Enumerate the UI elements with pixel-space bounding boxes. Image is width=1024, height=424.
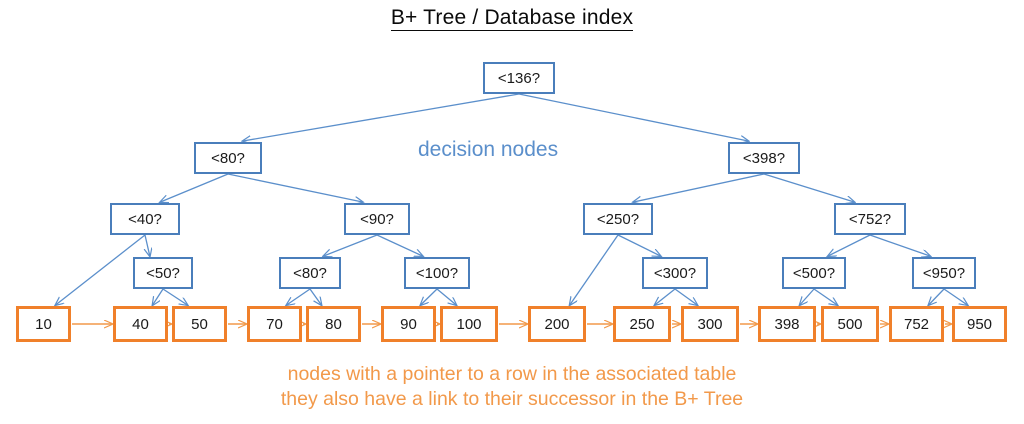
page-title-text: B+ Tree / Database index — [390, 6, 634, 31]
leaf-node-l250[interactable]: 250 — [613, 306, 671, 342]
tree-edge-n50-to-l50 — [162, 288, 187, 305]
node-label: 40 — [132, 315, 149, 333]
node-label: <80? — [211, 149, 245, 167]
page-title: B+ Tree / Database index — [0, 6, 1024, 31]
leaf-node-l398[interactable]: 398 — [758, 306, 816, 342]
decision-node-n40[interactable]: <40? — [110, 203, 180, 235]
tree-edge-n100-to-l100 — [436, 288, 456, 305]
node-label: 10 — [35, 315, 52, 333]
tree-edge-n300-to-l300 — [674, 288, 697, 305]
decision-node-n80b[interactable]: <80? — [279, 257, 341, 289]
leaf-node-l80[interactable]: 80 — [306, 306, 361, 342]
leaf-node-l500[interactable]: 500 — [821, 306, 879, 342]
leaf-node-l90[interactable]: 90 — [381, 306, 436, 342]
tree-edge-n90-to-n100 — [376, 234, 422, 256]
decision-node-n250[interactable]: <250? — [583, 203, 653, 235]
node-label: 752 — [903, 315, 930, 333]
tree-edge-n250-to-n300 — [617, 234, 660, 256]
tree-edge-n80a-to-n40 — [160, 173, 229, 202]
tree-edge-n950-to-l950 — [943, 288, 967, 305]
tree-edge-n90-to-n80b — [324, 234, 378, 256]
node-label: <250? — [596, 210, 640, 228]
node-label: 500 — [837, 315, 863, 333]
leaf-caption: nodes with a pointer to a row in the ass… — [0, 362, 1024, 412]
decision-node-n50[interactable]: <50? — [133, 257, 193, 289]
decision-node-n80a[interactable]: <80? — [194, 142, 262, 174]
leaf-node-l950[interactable]: 950 — [952, 306, 1007, 342]
node-label: 100 — [456, 315, 482, 333]
tree-edge-n136-to-n80a — [243, 93, 520, 141]
leaf-node-l752[interactable]: 752 — [889, 306, 944, 342]
decision-node-n500[interactable]: <500? — [782, 257, 846, 289]
node-label: <80? — [293, 264, 327, 282]
node-label: 200 — [544, 315, 570, 333]
tree-edge-n40-to-l10 — [56, 234, 146, 305]
node-label: <500? — [792, 264, 836, 282]
tree-edge-n100-to-l90 — [421, 288, 438, 305]
decision-node-n300[interactable]: <300? — [642, 257, 708, 289]
tree-edge-n300-to-l250 — [655, 288, 676, 305]
decision-nodes-label: decision nodes — [418, 138, 559, 161]
tree-edge-n50-to-l40 — [153, 288, 164, 305]
tree-edge-n752-to-n500 — [828, 234, 871, 256]
node-label: <100? — [415, 264, 459, 282]
node-label: 950 — [966, 315, 993, 333]
tree-edge-n752-to-n950 — [869, 234, 930, 256]
node-label: <398? — [742, 149, 786, 167]
node-label: <90? — [360, 210, 394, 228]
node-label: 70 — [266, 315, 283, 333]
leaf-node-l10[interactable]: 10 — [16, 306, 71, 342]
leaf-node-l70[interactable]: 70 — [247, 306, 302, 342]
decision-node-n136[interactable]: <136? — [483, 62, 555, 94]
tree-edge-n250-to-l200 — [570, 234, 619, 305]
leaf-caption-line-1: nodes with a pointer to a row in the ass… — [287, 363, 737, 385]
node-label: <40? — [128, 210, 162, 228]
node-label: <136? — [497, 69, 541, 87]
node-label: 90 — [400, 315, 417, 333]
node-label: 300 — [697, 315, 723, 333]
node-label: 398 — [774, 315, 800, 333]
tree-edge-n80a-to-n90 — [227, 173, 362, 202]
node-label: 80 — [325, 315, 342, 333]
tree-edge-n500-to-l500 — [813, 288, 837, 305]
leaf-node-l200[interactable]: 200 — [528, 306, 586, 342]
decision-node-n90[interactable]: <90? — [344, 203, 410, 235]
decision-node-n752[interactable]: <752? — [834, 203, 906, 235]
leaf-node-l40[interactable]: 40 — [113, 306, 168, 342]
tree-edge-n950-to-l752 — [929, 288, 945, 305]
leaf-caption-line-2: they also have a link to their successor… — [280, 388, 744, 410]
tree-edge-n398-to-n752 — [763, 173, 854, 202]
node-label: 250 — [629, 315, 655, 333]
node-label: <752? — [848, 210, 892, 228]
tree-edge-n80b-to-l70 — [287, 288, 311, 305]
node-label: <50? — [146, 264, 180, 282]
decision-node-n398[interactable]: <398? — [728, 142, 800, 174]
tree-edge-n500-to-l398 — [800, 288, 815, 305]
tree-edge-n136-to-n398 — [518, 93, 748, 141]
node-label: <950? — [922, 264, 966, 282]
leaf-node-l300[interactable]: 300 — [681, 306, 739, 342]
tree-edge-n398-to-n250 — [633, 173, 765, 202]
node-label: <300? — [653, 264, 697, 282]
decision-node-n950[interactable]: <950? — [912, 257, 976, 289]
leaf-node-l100[interactable]: 100 — [440, 306, 498, 342]
tree-edge-n80b-to-l80 — [309, 288, 321, 305]
node-label: 50 — [191, 315, 208, 333]
tree-edge-n40-to-n50 — [145, 234, 150, 256]
leaf-node-l50[interactable]: 50 — [172, 306, 227, 342]
decision-node-n100[interactable]: <100? — [404, 257, 470, 289]
